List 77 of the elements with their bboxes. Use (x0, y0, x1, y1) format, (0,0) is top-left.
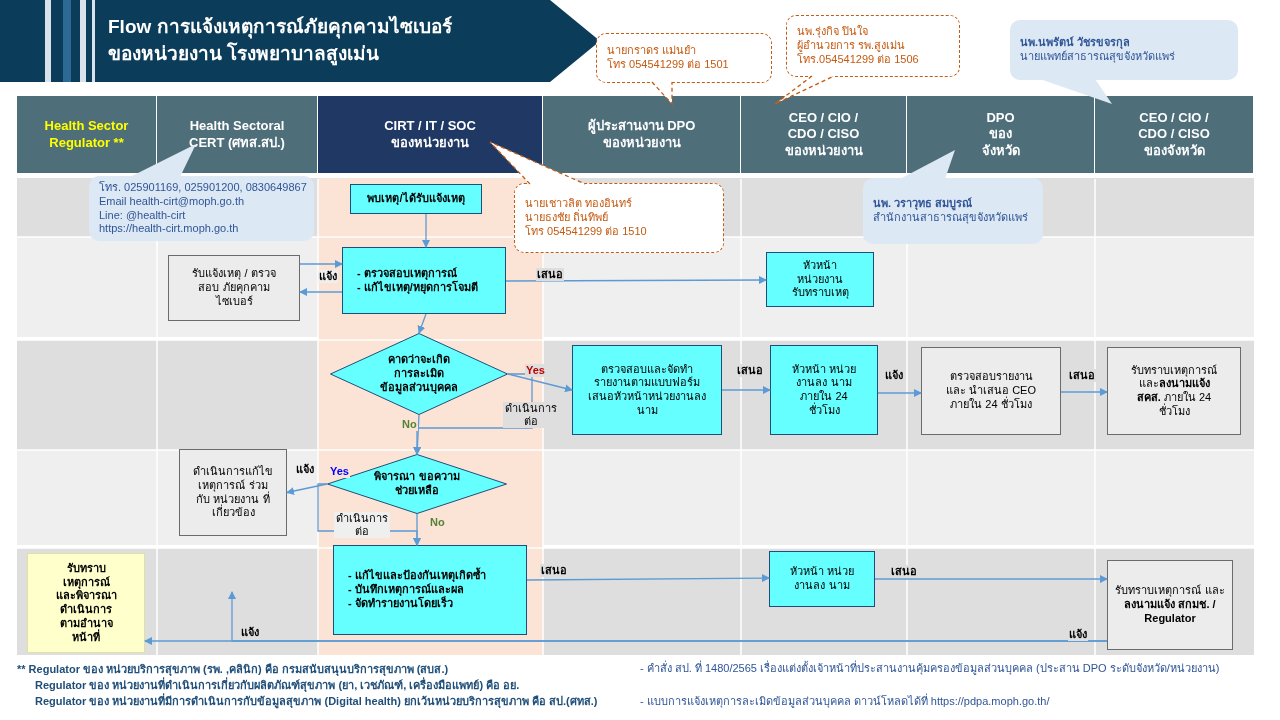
lane-header: CIRT / IT / SOC ของหน่วยงาน (318, 96, 543, 173)
bullet-text: - แก้ไขและป้องกันเหตุเกิดซ้ำ (348, 569, 486, 584)
edge-label: แจ้ง (884, 369, 904, 383)
note: - แบบการแจ้งเหตุการละเมิดข้อมูลส่วนบุคคล ดาวน์โหลดได้ที่ https://pdpa.moph.go.th/ (640, 695, 1050, 709)
contact-text: นพ.รุ่งกิจ ปินใจ (797, 25, 869, 40)
process-box: พบเหตุ/ได้รับแจ้งเหตุ (350, 184, 482, 214)
process-box (333, 545, 527, 635)
edge-label: เสนอ (540, 564, 568, 578)
footnote: ** Regulator ของ หน่วยบริการสุขภาพ (รพ. ,คลินิก) คือ กรมสนับสนุนบริการสุขภาพ (สบส.) (17, 663, 449, 677)
arrow (874, 575, 1108, 583)
lane-header: DPO ของจังหวัด (907, 96, 1095, 173)
contact-text: โทร. 025901169, 025901200, 0830649867 (99, 181, 307, 195)
text-label: แจ้ง (296, 463, 314, 477)
bullet-text: - จัดทำรายงานโดยเร็ว (348, 596, 453, 611)
arrow (228, 591, 1108, 642)
arrow (299, 260, 343, 268)
diamond-label: พิจารณา ขอความช่วยเหลือ (373, 470, 461, 498)
contact-text: นายกราดร แม่นยำ (607, 44, 697, 58)
callout-bubble (596, 33, 772, 83)
process-box: รับแจ้งเหตุ / ตรวจสอบ ภัยคุกคามไซเบอร์ (168, 255, 300, 321)
edge-label: เสนอ (736, 364, 764, 378)
process-box: ดำเนินการแก้ไข เหตุการณ์ ร่วมกับ หน่วยงาน ที่เกี่ยวข้อง (179, 449, 287, 536)
contact-text: นายแพทย์สาธารณสุขจังหวัดแพร่ (1020, 50, 1175, 64)
footnote: Regulator ของ หน่วยงานที่มีการดำเนินการกับข้อมูลสุขภาพ (Digital health) ยกเว้นหน่วยบริการสุขภาพ คือ สป.(ศทส.) (35, 695, 598, 709)
footnote: Regulator ของ หน่วยงานที่ดำเนินการเกี่ยวกับผลิตภัณฑ์สุขภาพ (ยา, เวชภัณฑ์, เครื่องมือแพทย์) คือ อย. (35, 679, 520, 693)
lane-header: ผู้ประสานงาน DPO ของหน่วยงาน (543, 96, 741, 173)
contact-text: โทร 054541299 ต่อ 1510 (525, 224, 647, 239)
arrow (422, 213, 430, 248)
arrow (299, 288, 343, 296)
edge-label: Yes (329, 465, 350, 479)
edge-label: เสนอ (890, 565, 918, 579)
process-box: หัวหน้า หน่วยงานลง นาม ภายใน 24 ชั่วโมง (770, 345, 878, 435)
contact-text: สำนักงานสาธารณสุขจังหวัดแพร่ (873, 211, 1028, 225)
note: - คำสั่ง สป. ที่ 1480/2565 เรื่องแต่งตั้งเจ้าหน้าที่ประสานงานคุ้มครองข้อมูลส่วนบุคคล (ประสาน DPO ระดับจังหวัด/หน่วยงาน) (640, 662, 1221, 676)
bullet-text: - แก้ไขเหตุ/หยุดการโจมตี (357, 280, 478, 295)
edge-label: แจ้ง (240, 626, 260, 640)
arrow (505, 276, 767, 285)
process-box: รับทราบเหตุการณ์ และลงนามแจ้ง สคส. ภายใน 24 ชั่วโมง (1107, 347, 1241, 435)
contact-text: https://health-cirt.moph.go.th (99, 222, 239, 236)
contact-text: นายเชาวลิต ทองอินทร์ (525, 197, 633, 210)
edge-label: ดำเนินการ ต่อ (334, 512, 390, 539)
process-box: รับทราบเหตุการณ์ และลงนามแจ้ง สกมช. / Regulator (1107, 560, 1233, 650)
arrow (417, 313, 427, 334)
contact-text: Line: @health-cirt (99, 208, 186, 223)
process-box (342, 247, 506, 314)
contact-text: นพ.นพรัตน์ วัชรขจรกุล (1020, 36, 1131, 50)
edge-label: เสนอ (1068, 369, 1096, 383)
edge-label: เสนอ (536, 268, 564, 282)
edge-label: แจ้ง (1068, 628, 1088, 642)
lane-header: CEO / CIO / CDO / CISO ของจังหวัด (1095, 96, 1254, 173)
arrow (721, 386, 771, 394)
contact-text: โทร 054541299 ต่อ 1501 (607, 58, 729, 72)
lane-header: Health Sectoral CERT (ศทส.สป.) (157, 96, 318, 173)
arrow (877, 389, 922, 397)
arrow (526, 574, 770, 583)
lane-header: Health Sector Regulator ** (17, 96, 157, 173)
lane-header: CEO / CIO / CDO / CISO ของหน่วยงาน (741, 96, 907, 173)
process-box: รับทราบ เหตุการณ์ และพิจารณา ดำเนินการ ตามอำนาจหน้าที่ (27, 553, 145, 653)
contact-text: Email health-cirt@moph.go.th (99, 194, 245, 209)
contact-text: นพ. วราวุทธ สมบูรณ์ (873, 197, 973, 211)
edge-label: Yes (525, 364, 546, 378)
contact-text: นายธงชัย ถิ่นทิพย์ (525, 211, 609, 225)
decision-diamond (327, 454, 507, 514)
arrow (1060, 388, 1108, 396)
process-box: หัวหน้า หน่วยงานลง นาม (769, 551, 875, 607)
process-box: หัวหน้า หน่วยงาน รับทราบเหตุ (766, 252, 874, 307)
diamond-label: คาดว่าจะเกิด การละเมิด ข้อมูลส่วนบุคคล (379, 353, 459, 395)
contact-text: โทร.054541299 ต่อ 1506 (797, 52, 919, 67)
title: Flow การแจ้งเหตุการณ์ภัยคุกคามไซเบอร์ ของหน่วยงาน โรงพยาบาลสูงเม่น (108, 15, 453, 68)
bullet-text: - ตรวจสอบเหตุการณ์ (357, 266, 457, 281)
bullet-text: - บันทึกเหตุการณ์และผล (348, 583, 464, 596)
edge-label: No (401, 418, 418, 432)
process-box: ตรวจสอบรายงานและ นำเสนอ CEO ภายใน 24 ชั่วโมง (921, 347, 1061, 435)
edge-label: แจ้ง (318, 270, 338, 284)
edge-label: ดำเนินการ ต่อ (503, 402, 559, 429)
contact-text: ผู้อำนวยการ รพ.สูงเม่น (797, 39, 906, 53)
process-box: ตรวจสอบและจัดทำ รายงานตามแบบฟอร์ม เสนอหัวหน้าหน่วยงานลง นาม (572, 345, 722, 435)
